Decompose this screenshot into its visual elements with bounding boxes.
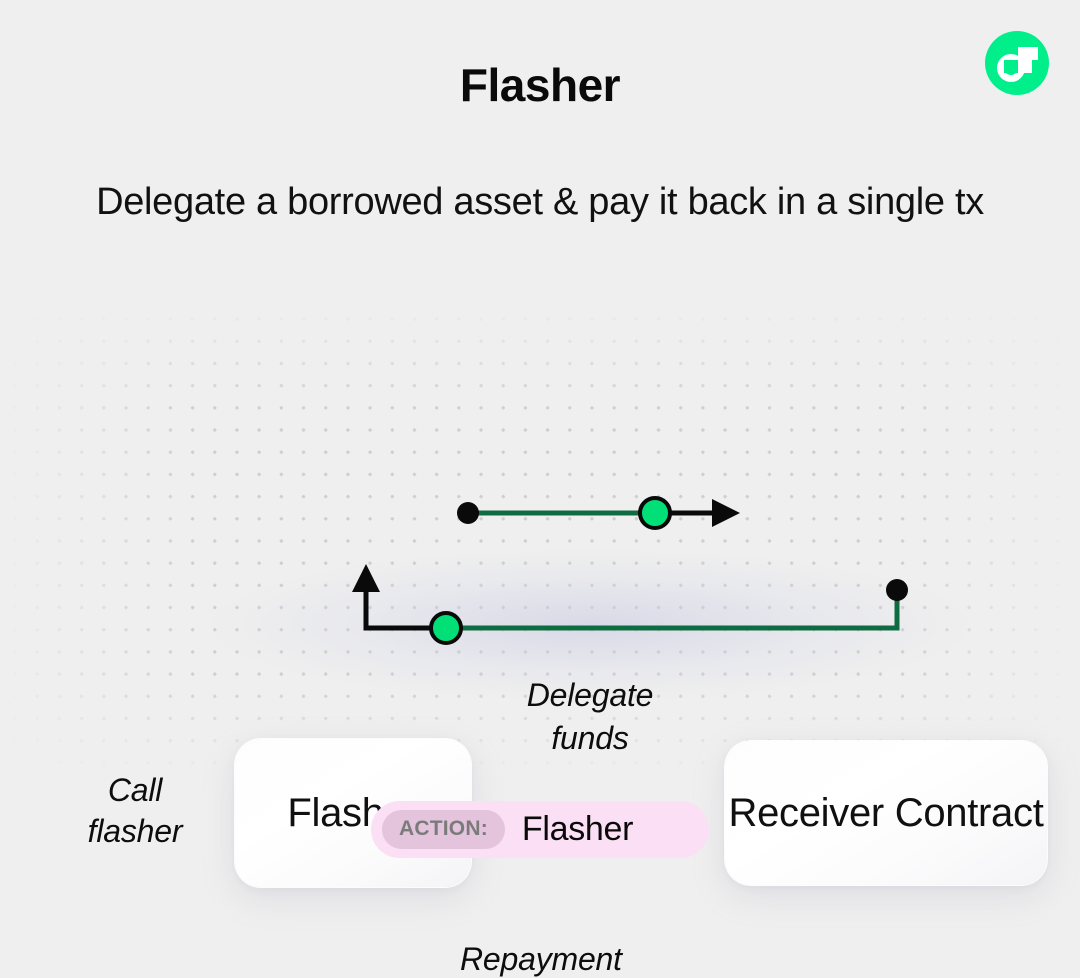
page-root: Flasher Delegate a borrowed asset & pay … (0, 31, 1080, 977)
diagram-edges (352, 496, 908, 645)
edge-label-call-flasher: Call flasher (87, 772, 183, 849)
edge-label-repayment: Repayment (460, 941, 622, 977)
diagram-stage: Call flasher Delegate funds Repayment Fl… (0, 300, 1080, 977)
node-receiver-contract[interactable]: Receiver Contract (725, 741, 1047, 885)
logo-mid-square-shape (1018, 60, 1032, 73)
page-title: Flasher (459, 59, 621, 111)
edge-repayment-accent-dot (429, 611, 463, 645)
action-badge-value: Flasher (521, 810, 634, 848)
action-badge-key: ACTION: (382, 810, 505, 849)
edge-delegate-arrow-icon (712, 499, 740, 527)
edge-repayment-segment (363, 592, 446, 631)
logo-ring-hole-shape (1004, 60, 1018, 73)
edge-repayment-arrow-icon (352, 564, 380, 592)
action-badge: ACTION: Flasher (371, 801, 709, 858)
page-subtitle: Delegate a borrowed asset & pay it back … (96, 181, 984, 223)
edge-delegate-source-dot (457, 502, 479, 524)
edge-repayment-source-dot (886, 579, 908, 601)
edge-delegate-accent-dot (638, 496, 672, 530)
edge-label-delegate-funds: Delegate funds (526, 677, 654, 756)
flow-logo-icon (985, 31, 1049, 95)
dot-grid-background (0, 300, 1080, 790)
logo-top-bar-shape (1018, 47, 1038, 60)
edge-repayment-accent-segment (446, 590, 900, 631)
